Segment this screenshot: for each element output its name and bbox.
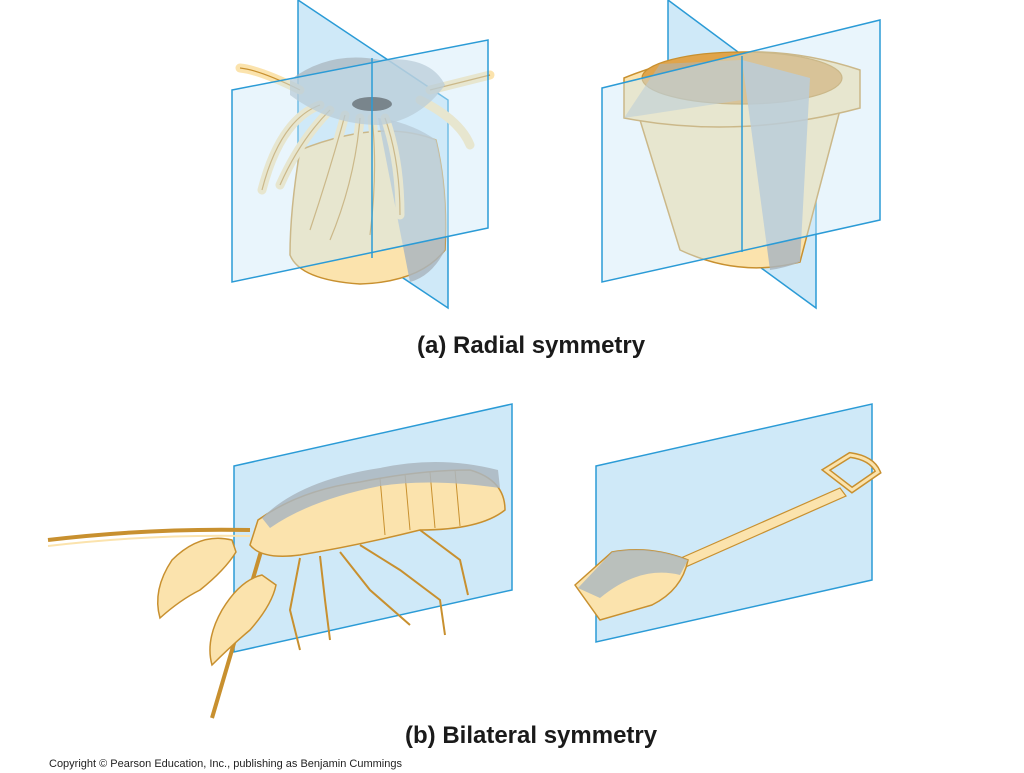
shovel-panel bbox=[573, 403, 882, 643]
copyright-notice: Copyright © Pearson Education, Inc., pub… bbox=[49, 758, 402, 770]
anemone-crown-shadow bbox=[290, 57, 445, 125]
sea-anemone-panel bbox=[231, 0, 495, 310]
flower-pot-panel bbox=[601, 0, 881, 310]
lobster-shadow bbox=[262, 461, 500, 528]
lobster-legs bbox=[288, 529, 469, 651]
lobster-claw-lower bbox=[209, 574, 277, 667]
radial-symmetry-caption: (a) Radial symmetry bbox=[417, 332, 646, 359]
lobster-claw-upper bbox=[157, 537, 237, 620]
pot-symmetry-plane-front bbox=[601, 19, 881, 283]
lobster-antenna bbox=[47, 527, 251, 542]
lobster-panel bbox=[47, 403, 513, 719]
bilateral-symmetry-caption: (b) Bilateral symmetry bbox=[405, 722, 658, 749]
anemone-symmetry-plane-front bbox=[231, 39, 489, 283]
pot-shadow bbox=[742, 60, 810, 270]
